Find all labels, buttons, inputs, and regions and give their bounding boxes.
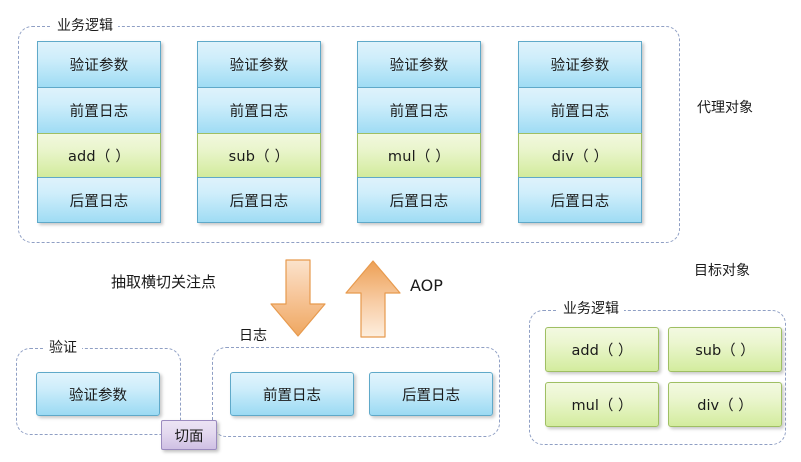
- group-validate: [16, 348, 181, 435]
- cell-before-log: 前置日志: [37, 87, 161, 133]
- label-extract-crosscutting-concerns: 抽取横切关注点: [111, 273, 217, 291]
- cell-after-log: 后置日志: [357, 177, 481, 223]
- box-method-add: add（ ）: [545, 327, 659, 372]
- box-before-log: 前置日志: [230, 372, 354, 416]
- proxy-card-add: 验证参数 前置日志 add（ ） 后置日志: [37, 41, 161, 223]
- label-proxy-object: 代理对象: [697, 100, 753, 116]
- box-validate-params: 验证参数: [36, 372, 160, 416]
- box-method-div: div（ ）: [668, 382, 782, 427]
- proxy-card-sub: 验证参数 前置日志 sub（ ） 后置日志: [197, 41, 321, 223]
- proxy-card-div: 验证参数 前置日志 div（ ） 后置日志: [518, 41, 642, 223]
- cell-before-log: 前置日志: [197, 87, 321, 133]
- group-title-target-business-logic: 业务逻辑: [558, 301, 624, 317]
- box-method-mul: mul（ ）: [545, 382, 659, 427]
- cell-method-add: add（ ）: [37, 133, 161, 177]
- up-arrow-icon: [345, 260, 401, 338]
- box-after-log: 后置日志: [369, 372, 493, 416]
- group-target-business-logic: [529, 310, 786, 445]
- cell-before-log: 前置日志: [357, 87, 481, 133]
- aspect-badge: 切面: [161, 420, 217, 450]
- down-arrow-icon: [270, 259, 326, 337]
- cell-validate-params: 验证参数: [357, 41, 481, 87]
- cell-method-mul: mul（ ）: [357, 133, 481, 177]
- proxy-card-mul: 验证参数 前置日志 mul（ ） 后置日志: [357, 41, 481, 223]
- box-method-sub: sub（ ）: [668, 327, 782, 372]
- cell-before-log: 前置日志: [518, 87, 642, 133]
- group-title-log: 日志: [234, 328, 272, 344]
- label-target-object: 目标对象: [694, 263, 750, 279]
- label-aop: AOP: [410, 276, 443, 295]
- group-proxy-business-logic: [18, 26, 680, 243]
- group-title-business-logic: 业务逻辑: [52, 18, 118, 34]
- group-log: [212, 347, 500, 437]
- cell-validate-params: 验证参数: [518, 41, 642, 87]
- cell-after-log: 后置日志: [518, 177, 642, 223]
- cell-method-div: div（ ）: [518, 133, 642, 177]
- cell-after-log: 后置日志: [197, 177, 321, 223]
- cell-after-log: 后置日志: [37, 177, 161, 223]
- cell-validate-params: 验证参数: [37, 41, 161, 87]
- cell-method-sub: sub（ ）: [197, 133, 321, 177]
- group-title-validate: 验证: [44, 340, 82, 356]
- cell-validate-params: 验证参数: [197, 41, 321, 87]
